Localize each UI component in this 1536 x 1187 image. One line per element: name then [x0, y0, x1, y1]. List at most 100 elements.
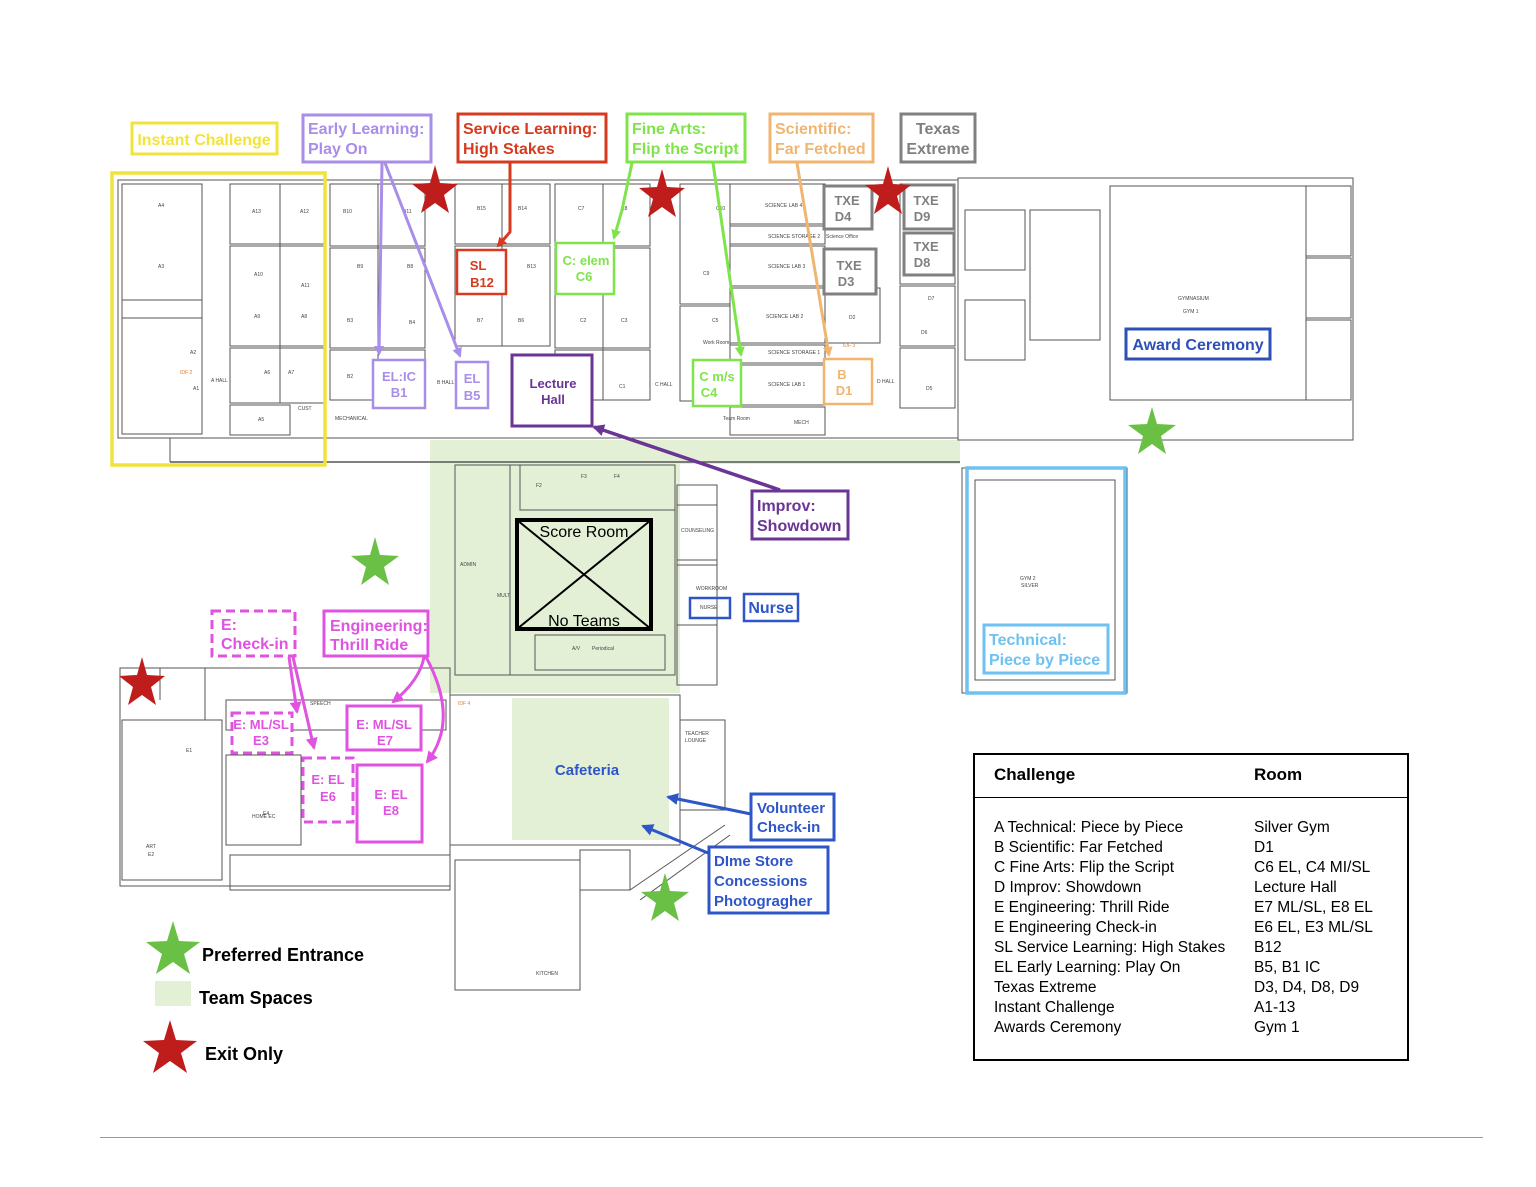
table-cell-room: C6 EL, C4 MI/SL: [1254, 859, 1371, 876]
fine-arts-label-box: [625, 112, 747, 164]
svg-text:D2: D2: [849, 315, 856, 321]
svg-text:C7: C7: [578, 206, 585, 212]
technical-label-line1: Technical:: [989, 632, 1067, 649]
room-txe-d9: [902, 183, 956, 231]
room-txe-d4: [822, 184, 874, 231]
texas-extreme-label-line2: Extreme: [906, 141, 969, 158]
svg-text:B11: B11: [403, 209, 412, 215]
engineering-checkin-label-line2: Check-in: [221, 636, 289, 653]
room-sl-b12-line2: B12: [470, 275, 494, 290]
svg-text:SCIENCE STORAGE 1: SCIENCE STORAGE 1: [768, 350, 820, 356]
room-e3-line2: E3: [253, 733, 269, 748]
svg-text:C1: C1: [619, 384, 626, 390]
fine-arts-label-line1: Fine Arts:: [632, 121, 706, 138]
scientific-arrow: [795, 162, 833, 357]
table-header-challenge: Challenge: [994, 765, 1076, 784]
instant-challenge-label-box: [130, 121, 279, 156]
room-e6-line2: E6: [320, 789, 336, 804]
room-e8-line1: E: EL: [374, 787, 407, 802]
svg-text:D5: D5: [926, 386, 933, 392]
legend-exit-only-label: Exit Only: [205, 1044, 283, 1064]
team-space-central: [430, 440, 680, 693]
scientific-label-line1: Scientific:: [775, 121, 851, 138]
svg-text:A9: A9: [254, 314, 260, 320]
table-cell-challenge: Awards Ceremony: [994, 1019, 1122, 1036]
room-txe-d9-line2: D9: [914, 209, 931, 224]
room-e7-line1: E: ML/SL: [356, 717, 412, 732]
scientific-zone: Scientific: Far Fetched B D1: [768, 112, 875, 406]
svg-text:B9: B9: [357, 264, 363, 270]
table-cell-challenge: A Technical: Piece by Piece: [994, 819, 1184, 836]
room-c-ms-c4: [691, 358, 743, 408]
fine-arts-arrow-c6: [611, 162, 634, 240]
legend-team-spaces-label: Team Spaces: [199, 988, 313, 1008]
svg-text:Work Room: Work Room: [703, 340, 729, 346]
svg-text:E4: E4: [263, 811, 269, 817]
scientific-label-line2: Far Fetched: [775, 141, 866, 158]
svg-text:D7: D7: [928, 296, 935, 302]
svg-text:A13: A13: [252, 209, 261, 215]
entrance-star: [641, 873, 689, 921]
team-space-cafeteria: [512, 698, 669, 840]
table-header-room: Room: [1254, 765, 1303, 784]
svg-text:SCIENCE LAB 3: SCIENCE LAB 3: [768, 264, 805, 270]
svg-text:B3: B3: [347, 318, 353, 324]
table-cell-challenge: E Engineering Check-in: [994, 919, 1157, 936]
svg-text:Team Room: Team Room: [723, 416, 750, 422]
page-bottom-rule: [100, 1137, 1483, 1138]
svg-text:A10: A10: [254, 272, 263, 278]
table-cell-room: A1-13: [1254, 999, 1296, 1016]
table-cell-challenge: EL Early Learning: Play On: [994, 959, 1181, 976]
svg-text:SCIENCE LAB 2: SCIENCE LAB 2: [766, 314, 803, 320]
fine-arts-arrow-c4: [711, 162, 745, 357]
table-cell-challenge: D Improv: Showdown: [994, 879, 1142, 896]
room-scientific-d1-line2: D1: [836, 383, 853, 398]
technical-label-line2: Piece by Piece: [989, 652, 1100, 669]
team-spaces: [430, 440, 960, 840]
texas-extreme-label-line1: Texas: [916, 121, 960, 138]
dime-store-label-line3: Photogragher: [714, 893, 812, 910]
svg-text:B7: B7: [477, 318, 483, 324]
exit-star: [412, 165, 458, 213]
svg-text:MULT: MULT: [497, 593, 510, 599]
svg-text:B6: B6: [518, 318, 524, 324]
engineering-thrill-arrow-e8: [424, 656, 445, 764]
nurse-zone: Nurse: [688, 592, 800, 623]
svg-text:F2: F2: [536, 483, 542, 489]
fine-arts-label-line2: Flip the Script: [632, 141, 739, 158]
svg-text:SCIENCE LAB 1: SCIENCE LAB 1: [768, 382, 805, 388]
dime-store-label-line2: Concessions: [714, 873, 807, 890]
nurse-label: Nurse: [748, 600, 793, 617]
room-txe-d4-line2: D4: [835, 209, 852, 224]
svg-text:B2: B2: [347, 374, 353, 380]
nurse-label-box: [742, 592, 800, 623]
svg-text:HOME EC: HOME EC: [252, 814, 276, 820]
room-e6: [301, 756, 355, 824]
legend-preferred-entrance-label: Preferred Entrance: [202, 945, 364, 965]
room-el-b5-line2: B5: [464, 388, 481, 403]
svg-text:A HALL: A HALL: [211, 378, 228, 384]
room-e8: [355, 763, 424, 844]
improv-arrow: [592, 424, 781, 492]
room-c-ms-c4-line1: C m/s: [699, 369, 734, 384]
room-e3: [230, 711, 294, 755]
svg-text:GYMNASIUM: GYMNASIUM: [1178, 296, 1209, 302]
svg-text:Science Office: Science Office: [826, 234, 858, 240]
map-legend: Preferred Entrance Team Spaces Exit Only: [143, 921, 364, 1073]
entrance-star: [1128, 407, 1176, 454]
svg-text:A12: A12: [300, 209, 309, 215]
room-e6-line1: E: EL: [311, 772, 344, 787]
table-cell-room: B5, B1 IC: [1254, 959, 1321, 976]
technical-label-box: [982, 623, 1110, 675]
scientific-label-box: [768, 112, 875, 164]
svg-text:A4: A4: [158, 203, 164, 209]
instant-challenge-zone: Instant Challenge: [110, 121, 327, 467]
svg-text:E2: E2: [148, 852, 154, 858]
svg-text:B15: B15: [477, 206, 486, 212]
exit-star: [119, 657, 165, 705]
room-txe-d3: [822, 247, 878, 296]
svg-text:GYM 1: GYM 1: [1183, 309, 1199, 315]
legend-entrance-star-icon: [146, 921, 200, 974]
